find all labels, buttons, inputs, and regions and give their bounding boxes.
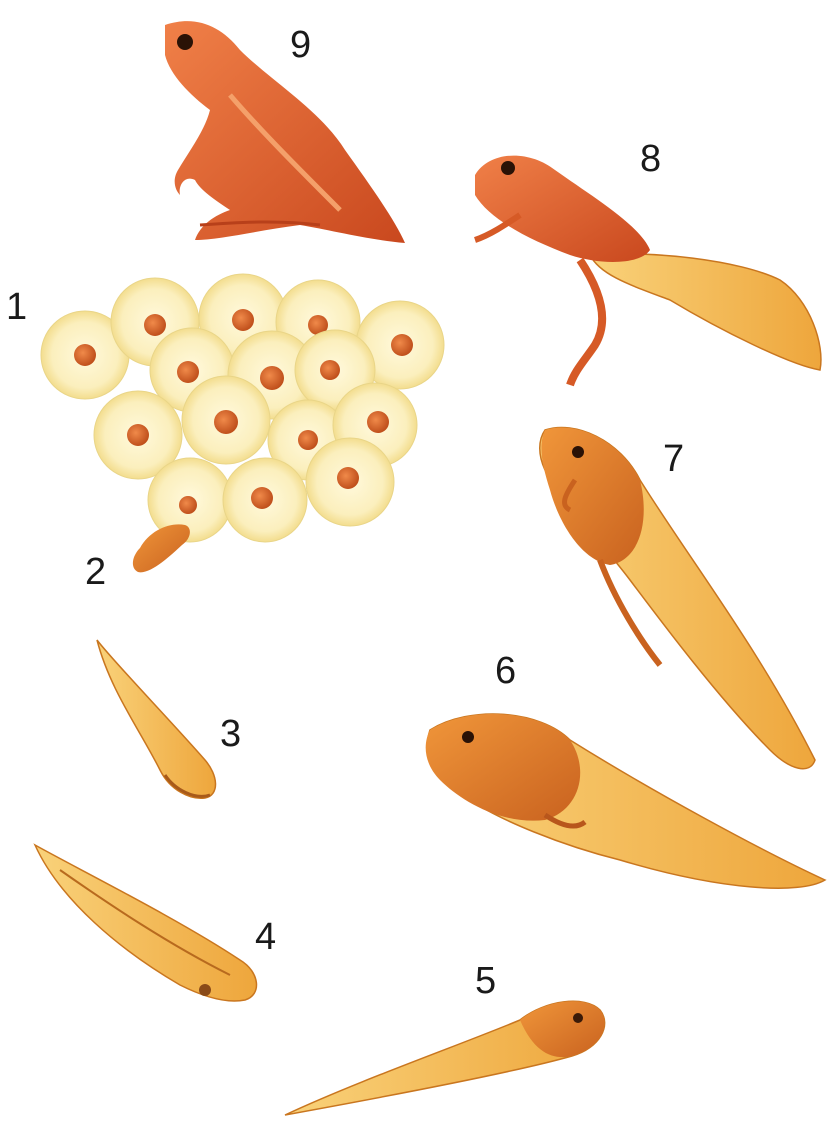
gilled-tadpole	[35, 845, 256, 1001]
hatchling	[133, 524, 190, 572]
stage-label-6: 6	[495, 652, 516, 690]
tadpole	[285, 1001, 605, 1115]
stage-label-4: 4	[255, 918, 276, 956]
stage-label-9: 9	[290, 26, 311, 64]
stage-label-7: 7	[663, 440, 684, 478]
egg	[306, 438, 394, 526]
stage-label-3: 3	[220, 715, 241, 753]
egg	[223, 458, 307, 542]
egg-mass	[41, 274, 444, 542]
early-tadpole	[97, 640, 216, 798]
adult-frog	[165, 21, 405, 243]
froglet	[475, 156, 821, 385]
stage-label-5: 5	[475, 962, 496, 1000]
stage-label-8: 8	[640, 140, 661, 178]
stage-label-1: 1	[6, 288, 27, 326]
stage-label-2: 2	[85, 553, 106, 591]
egg	[182, 376, 270, 464]
